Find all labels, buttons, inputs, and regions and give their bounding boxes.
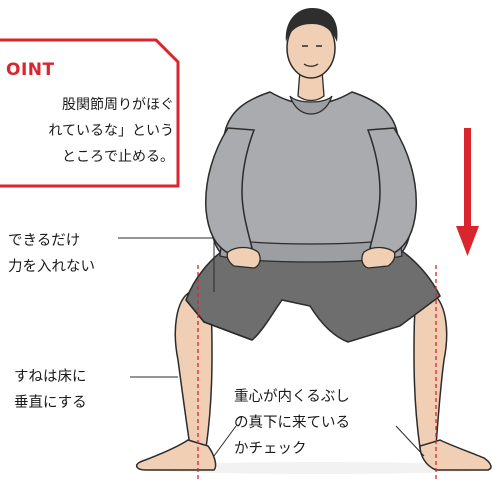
point-title: OINT [6,60,55,80]
leader-lines [118,237,425,457]
point-text: 股関節周りがほぐ れているな」という ところで止める。 [6,92,174,170]
floor-shadow [140,462,492,474]
point-line: 股関節周りがほぐ [62,97,174,113]
label-line: 垂直にする [14,395,87,411]
label-relax-force: できるだけ 力を入れない [8,228,95,280]
label-line: すねは床に [14,369,87,385]
label-line: の真下に来ている [234,415,350,431]
label-shin-vertical: すねは床に 垂直にする [14,364,87,416]
left-leg [135,291,217,471]
label-center-of-gravity: 重心が内くるぶし の真下に来ている かチェック [234,384,424,462]
label-line: 力を入れない [8,259,95,275]
point-callout-box [0,38,180,188]
sweater [205,91,417,263]
head [285,8,338,102]
hands [226,246,396,269]
down-arrow-icon [456,128,479,256]
label-line: 重心が内くるぶし [234,389,350,405]
point-line: ところで止める。 [62,149,174,165]
vertical-guide-lines [197,265,437,480]
point-line: れているな」という [48,123,174,139]
label-line: できるだけ [8,233,81,249]
right-leg [413,291,492,471]
label-line: かチェック [234,441,307,457]
